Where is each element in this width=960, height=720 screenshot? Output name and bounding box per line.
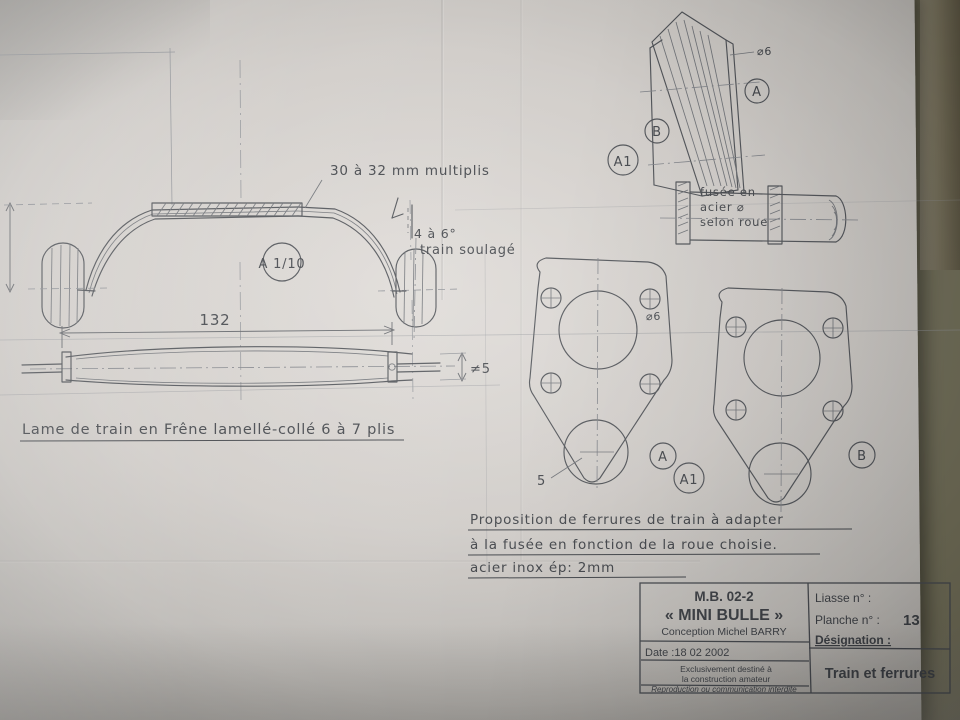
fitting-note-line2: à la fusée en fonction de la roue choisi…: [470, 537, 778, 553]
axle-dia-label: ⌀6: [757, 45, 772, 58]
caption-gear-leg-text: Lame de train en Frêne lamellé-collé 6 à…: [22, 422, 395, 438]
title-notice-line2: la construction amateur: [682, 674, 771, 684]
caption-gear-leg: Lame de train en Frêne lamellé-collé 6 à…: [19, 422, 405, 442]
axle-note-line1: fusée en: [700, 185, 756, 199]
marker-plate-a: A: [649, 442, 677, 470]
dimension-leaf-thickness: ≠5: [439, 351, 491, 383]
axle-note-line2: acier ⌀: [700, 200, 745, 214]
leaf-thickness-label: ≠5: [470, 362, 491, 377]
fitting-note-line3: acier inox ép: 2mm: [470, 560, 615, 576]
leg-thickness-note: 30 à 32 mm multiplis: [330, 163, 490, 179]
title-ref: M.B. 02-2: [694, 589, 753, 604]
marker-axle-b: B: [644, 118, 670, 144]
toe-angle-note-group: 4 à 6° train soulagé: [407, 204, 516, 258]
fitting-note-line1: Proposition de ferrures de train à adapt…: [470, 512, 784, 528]
dimension-gear-height: [3, 201, 93, 294]
title-notice-line3: Reproduction ou communication interdite: [651, 685, 797, 694]
wheel-left: [27, 242, 109, 329]
scale-marker-front-label: A 1/10: [258, 257, 305, 272]
plate-b-bolt-holes: [725, 316, 844, 422]
toe-angle-label: 4 à 6°: [414, 226, 457, 241]
marker-axle-a: A: [744, 78, 770, 104]
plate-hole-dia-label: ⌀6: [646, 310, 661, 323]
span-label: 132: [199, 311, 230, 329]
title-date: Date :18 02 2002: [645, 647, 729, 659]
plate-radius-label: 5: [537, 474, 546, 489]
title-designation-label: Désignation :: [815, 633, 891, 647]
title-author: Conception Michel BARRY: [661, 626, 786, 638]
axle-note-line3: selon roue: [700, 215, 768, 229]
scale-marker-front: A 1/10: [258, 242, 305, 282]
gear-leg-front-view: A 1/10 30 à 32 mm multiplis 4 à 6° train…: [3, 163, 516, 341]
fitting-plate-b: B: [712, 287, 876, 513]
title-name: « MINI BULLE »: [665, 607, 783, 624]
marker-plate-a-label: A: [658, 450, 668, 465]
marker-axle-b-label: B: [652, 125, 662, 140]
marker-axle-a-label: A: [752, 85, 762, 100]
title-liasse-label: Liasse n° :: [815, 591, 871, 605]
marker-plate-b: B: [848, 441, 876, 469]
lamination-hatching: [156, 202, 302, 217]
plate-a-bolt-holes: [540, 287, 661, 395]
dimension-span: 132: [58, 311, 396, 348]
title-planche-label: Planche n° :: [815, 613, 880, 627]
marker-plate-a1: A1: [673, 462, 705, 494]
fitting-plate-a: ⌀6 5 A A1: [528, 257, 705, 494]
toe-note-label: train soulagé: [420, 243, 516, 258]
marker-axle-a1-label: A1: [614, 155, 633, 170]
marker-plate-a1-label: A1: [680, 473, 699, 488]
title-designation-value: Train et ferrures: [825, 666, 935, 682]
axle-detail: ⌀6 A B A1: [607, 11, 861, 245]
title-notice-line1: Exclusivement destiné à: [680, 664, 772, 674]
title-block: M.B. 02-2 « MINI BULLE » Conception Mich…: [639, 582, 951, 694]
gear-leg-plan-view: 132 ≠5: [21, 311, 491, 387]
fitting-note: Proposition de ferrures de train à adapt…: [467, 512, 853, 579]
marker-plate-b-label: B: [857, 449, 867, 464]
construction-lines: [0, 47, 960, 576]
marker-axle-a1: A1: [607, 144, 639, 176]
title-planche-value: 13: [903, 612, 920, 629]
axle-body: [659, 181, 861, 245]
